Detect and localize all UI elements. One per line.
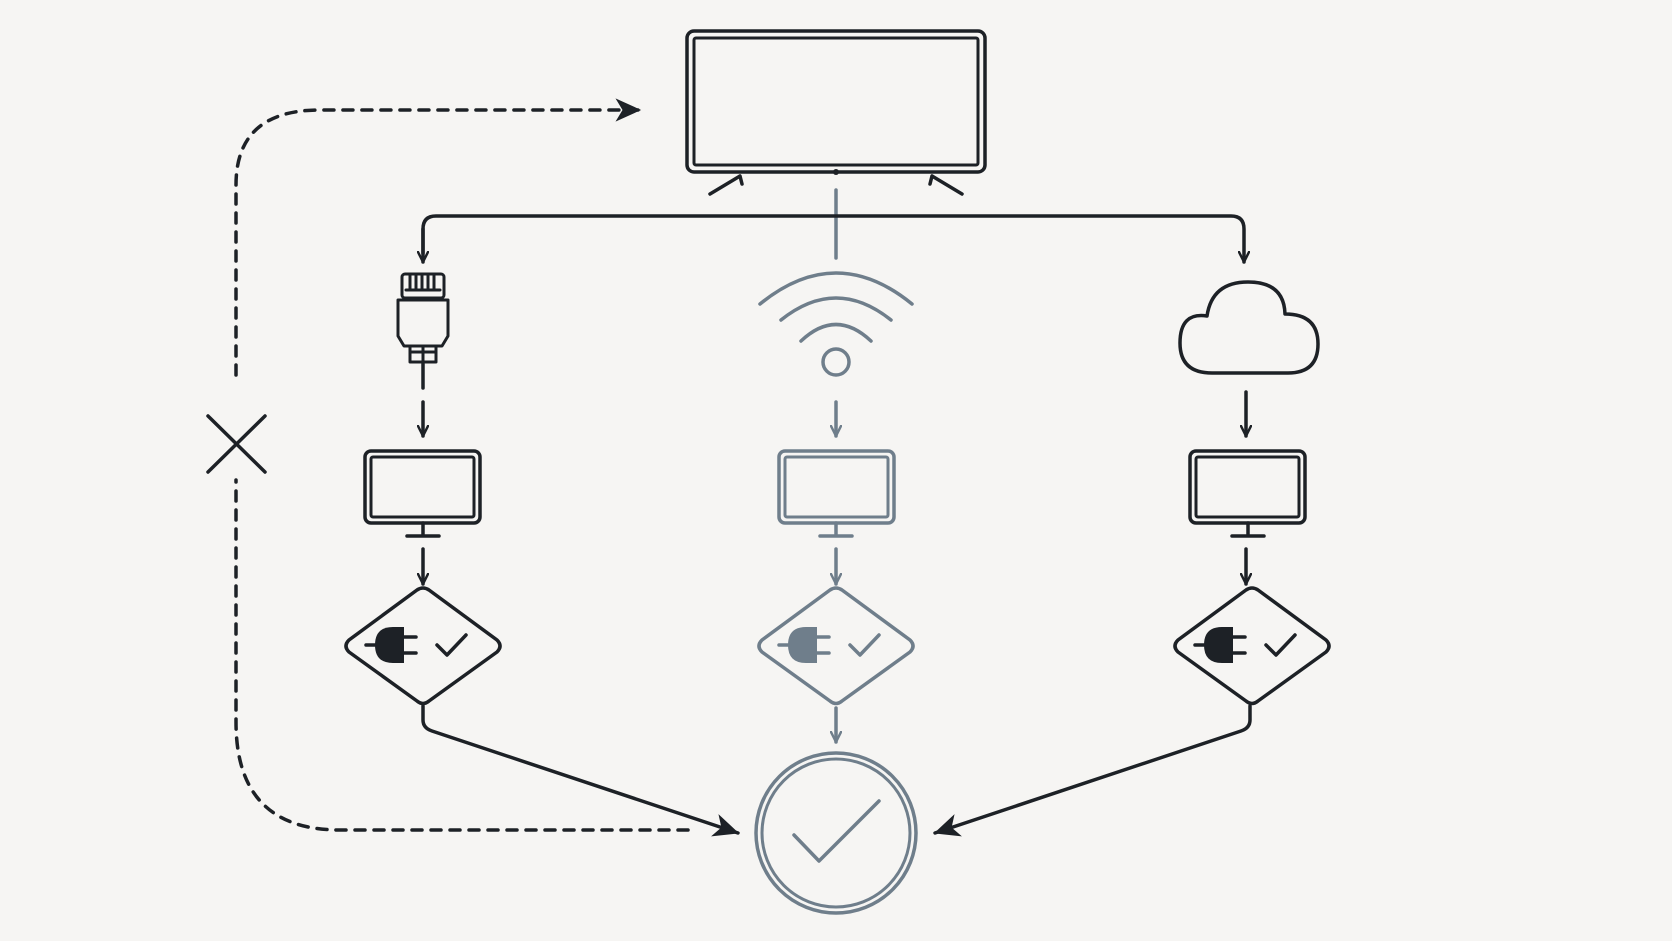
plug-check-diamond-icon [344,586,502,706]
monitor-icon [1188,449,1307,538]
tv-to-branches-connector [423,188,1244,264]
plug-check-diamond-icon [1173,586,1331,706]
arrow-check-left-to-success [421,704,740,837]
dashed-loop-bottom [234,478,690,832]
cloud-icon [1178,280,1320,375]
monitor-icon [777,449,896,538]
dashed-loop-top [234,98,642,377]
wifi-icon [758,271,914,377]
arrow-check-right-to-success [933,704,1252,837]
tv-icon [685,29,987,196]
plug-check-diamond-icon [757,586,915,706]
checkmark-circle-icon [754,751,918,915]
x-mark-icon [206,414,267,474]
monitor-icon [363,449,482,538]
ethernet-cable-icon [396,272,450,390]
